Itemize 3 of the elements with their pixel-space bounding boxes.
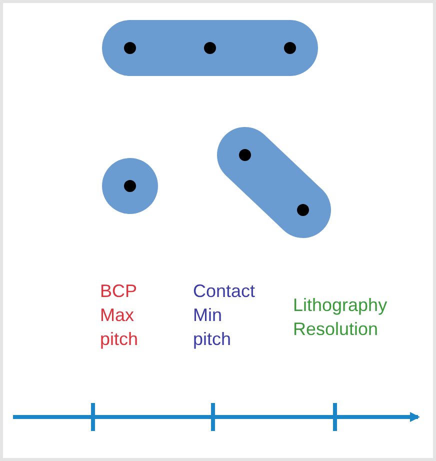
axis-label: BCP Max pitch bbox=[100, 280, 138, 351]
axis-label: Contact Min pitch bbox=[193, 280, 256, 351]
axis-label: Lithography Resolution bbox=[293, 294, 388, 341]
